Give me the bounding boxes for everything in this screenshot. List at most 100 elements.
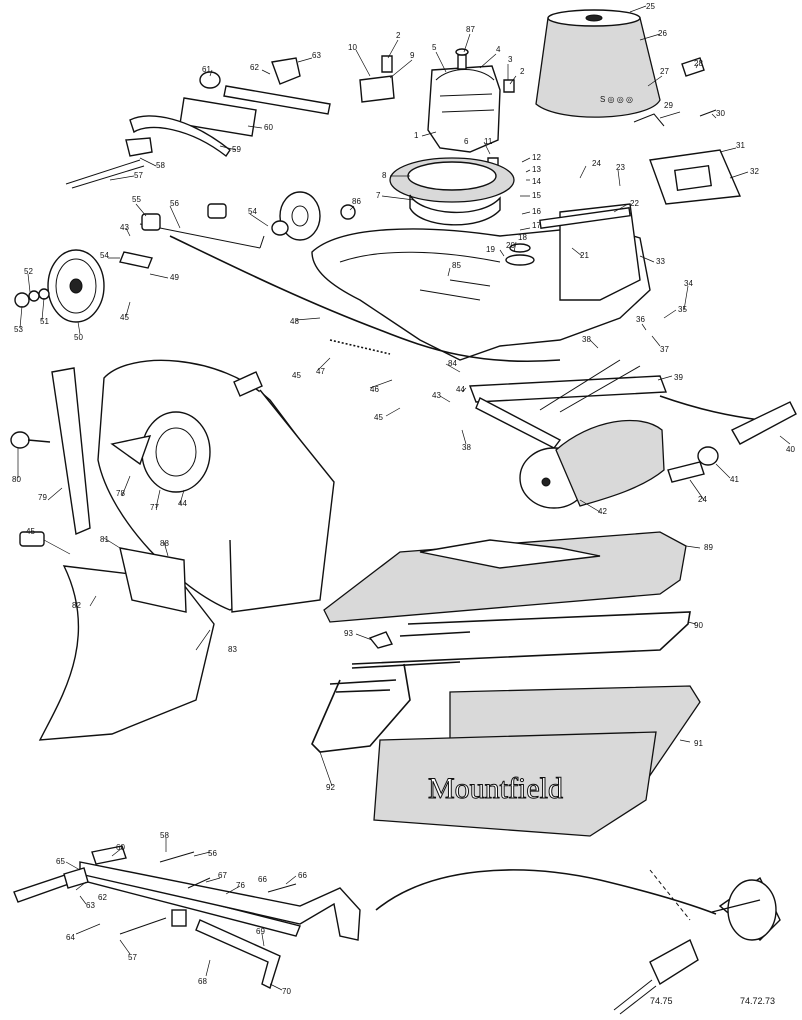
label-14: 14: [532, 177, 541, 186]
label-19: 19: [486, 245, 495, 254]
label-41: 41: [730, 475, 739, 484]
leader-lines: [17, 5, 791, 991]
control-cable: [169, 235, 561, 363]
label-17: 17: [532, 221, 541, 230]
label-88: 88: [160, 539, 169, 548]
label-36: 36: [636, 315, 645, 324]
label-25: 25: [646, 2, 655, 11]
label-92: 92: [326, 783, 335, 792]
label-2: 2: [396, 31, 401, 40]
label-43: 43: [120, 223, 129, 232]
label-91: 91: [694, 739, 703, 748]
label-58: 58: [156, 161, 165, 170]
label-60: 60: [264, 123, 273, 132]
label-50: 50: [74, 333, 83, 342]
label-40: 40: [786, 445, 795, 454]
label-87: 87: [466, 25, 475, 34]
impeller-housing: [389, 157, 515, 226]
label-69: 69: [256, 927, 265, 936]
label-6: 6: [464, 137, 469, 146]
label-39: 39: [674, 373, 683, 382]
label-2: 2: [520, 67, 525, 76]
label-52: 52: [24, 267, 33, 276]
label-79: 79: [38, 493, 47, 502]
handle-switch-and-cable: [375, 869, 781, 1015]
label-10: 10: [348, 43, 357, 52]
label-70: 70: [282, 987, 291, 996]
label-45: 45: [26, 527, 35, 536]
label-68: 68: [198, 977, 207, 986]
label-18: 18: [518, 233, 527, 242]
label-3: 3: [508, 55, 513, 64]
grass-box-body: Mountfield: [373, 685, 701, 837]
label-61: 61: [202, 65, 211, 74]
label-47: 47: [316, 367, 325, 376]
label-7: 7: [376, 191, 381, 200]
label-81: 81: [100, 535, 109, 544]
label-24: 24: [698, 495, 707, 504]
label-11: 11: [484, 137, 493, 146]
label-38: 38: [462, 443, 471, 452]
label-26: 26: [658, 29, 667, 38]
label-64: 64: [66, 933, 75, 942]
label-38: 38: [582, 335, 591, 344]
brand-logo: Mountfield: [428, 772, 563, 805]
label-56: 56: [170, 199, 179, 208]
label-63: 63: [312, 51, 321, 60]
label-21: 21: [580, 251, 589, 260]
fan-housing: [97, 359, 335, 613]
ref-number-left: 74.75: [650, 996, 673, 1006]
label-5: 5: [432, 43, 437, 52]
label-15: 15: [532, 191, 541, 200]
label-32: 32: [750, 167, 759, 176]
grass-box-lid: [323, 531, 687, 623]
label-31: 31: [736, 141, 745, 150]
label-89: 89: [704, 543, 713, 552]
label-80: 80: [12, 475, 21, 484]
label-42: 42: [598, 507, 607, 516]
label-60: 60: [116, 843, 125, 852]
grass-box-frame: [311, 611, 691, 753]
label-13: 13: [532, 165, 541, 174]
label-93: 93: [344, 629, 353, 638]
label-83: 83: [228, 645, 237, 654]
label-28: 28: [694, 59, 703, 68]
label-8: 8: [382, 171, 387, 180]
label-86: 86: [352, 197, 361, 206]
label-54: 54: [248, 207, 257, 216]
label-44: 44: [178, 499, 187, 508]
label-45: 45: [374, 413, 383, 422]
label-62: 62: [250, 63, 259, 72]
part-labels: 10 2 9 5 87 4 3 2 25 26 27 28 29 30 31 3…: [12, 2, 795, 1006]
panel-markings: S ◎ ◎ ◎: [600, 95, 633, 104]
label-29: 29: [664, 101, 673, 110]
label-57: 57: [134, 171, 143, 180]
handle-assembly: [13, 845, 361, 989]
label-56: 56: [208, 849, 217, 858]
label-46: 46: [370, 385, 379, 394]
label-85: 85: [452, 261, 461, 270]
label-9: 9: [410, 51, 415, 60]
label-63: 63: [86, 901, 95, 910]
mower-deck: [311, 203, 651, 361]
label-90: 90: [694, 621, 703, 630]
label-20: 20: [506, 241, 515, 250]
label-44: 44: [456, 385, 465, 394]
label-24: 24: [592, 159, 601, 168]
label-82: 82: [72, 601, 81, 610]
label-66: 66: [298, 871, 307, 880]
label-48: 48: [290, 317, 299, 326]
label-37: 37: [660, 345, 669, 354]
label-12: 12: [532, 153, 541, 162]
label-16: 16: [532, 207, 541, 216]
return-spring: [329, 339, 391, 355]
label-65: 65: [56, 857, 65, 866]
label-45: 45: [120, 313, 129, 322]
rear-flap: [19, 531, 215, 741]
grass-bag-cone: S ◎ ◎ ◎: [535, 9, 742, 205]
label-66: 66: [258, 875, 267, 884]
label-57: 57: [128, 953, 137, 962]
label-22: 22: [630, 199, 639, 208]
label-54: 54: [100, 251, 109, 260]
